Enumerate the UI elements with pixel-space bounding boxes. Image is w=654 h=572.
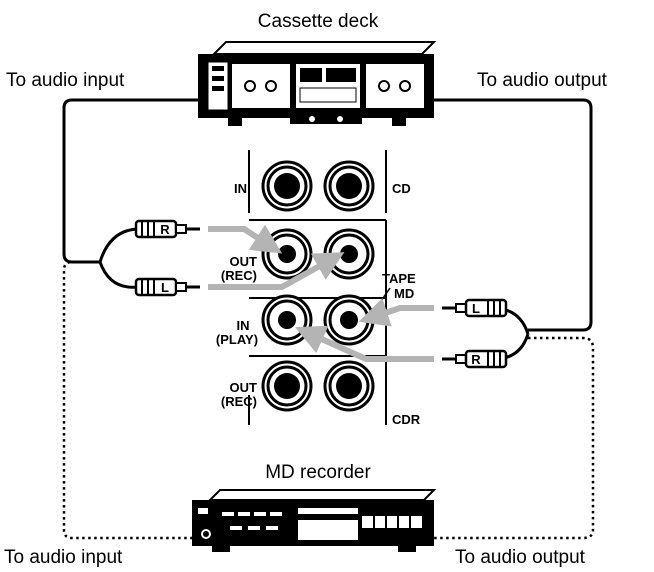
right-lower-plug-letter: R xyxy=(471,352,481,367)
jack-label-out-rec-upper: OUT xyxy=(230,254,258,269)
jack-label-cd: CD xyxy=(392,181,411,196)
left-cable-split xyxy=(98,227,139,289)
jack-cd-left xyxy=(261,160,313,212)
left-upper-plug-letter: R xyxy=(160,222,170,237)
jack-tape-out-right xyxy=(323,228,375,280)
left-lower-plug-letter: L xyxy=(161,280,169,295)
jack-label-tape: TAPE xyxy=(382,271,416,286)
jack-label-in-play: IN xyxy=(237,318,250,333)
bottom-right-connection-label: To audio output xyxy=(455,547,586,568)
md-recorder xyxy=(192,489,437,552)
top-left-connection-label: To audio input xyxy=(6,70,125,91)
right-lower-plug: R xyxy=(442,349,508,369)
arrow-r-to-in-play-left xyxy=(295,325,434,362)
left-upper-plug: R xyxy=(134,219,200,239)
cassette-deck-label: Cassette deck xyxy=(258,11,379,32)
arrow-l-to-out-rec-right xyxy=(208,252,345,290)
right-upper-plug: L xyxy=(442,298,508,318)
jack-cdr-right xyxy=(323,360,375,412)
left-lower-plug: L xyxy=(134,277,200,297)
insertion-arrows xyxy=(208,224,434,362)
jack-tape-in-right xyxy=(323,294,375,346)
jack-label-cdr: CDR xyxy=(392,412,421,427)
jack-label-out-rec-lower-sub: (REC) xyxy=(221,394,257,409)
md-recorder-label: MD recorder xyxy=(265,462,371,483)
jack-cdr-left xyxy=(261,360,313,412)
jack-label-in-play-sub: (PLAY) xyxy=(216,332,258,347)
arrow-r-to-out-rec-left xyxy=(208,224,283,254)
jack-tape-out-left xyxy=(261,228,313,280)
jack-label-out-rec-upper-sub: (REC) xyxy=(221,268,257,283)
jack-label-md: MD xyxy=(394,286,414,301)
arrow-l-to-in-play-right xyxy=(358,298,434,327)
md-cables xyxy=(62,260,595,540)
top-right-connection-label: To audio output xyxy=(477,70,608,91)
jack-tape-in-left xyxy=(261,294,313,346)
jack-cd-right xyxy=(323,160,375,212)
jack-label-out-rec-lower: OUT xyxy=(230,380,258,395)
bottom-left-connection-label: To audio input xyxy=(4,547,123,568)
right-upper-plug-letter: L xyxy=(472,301,480,316)
jack-label-in: IN xyxy=(234,181,247,196)
cassette-deck xyxy=(198,41,437,126)
